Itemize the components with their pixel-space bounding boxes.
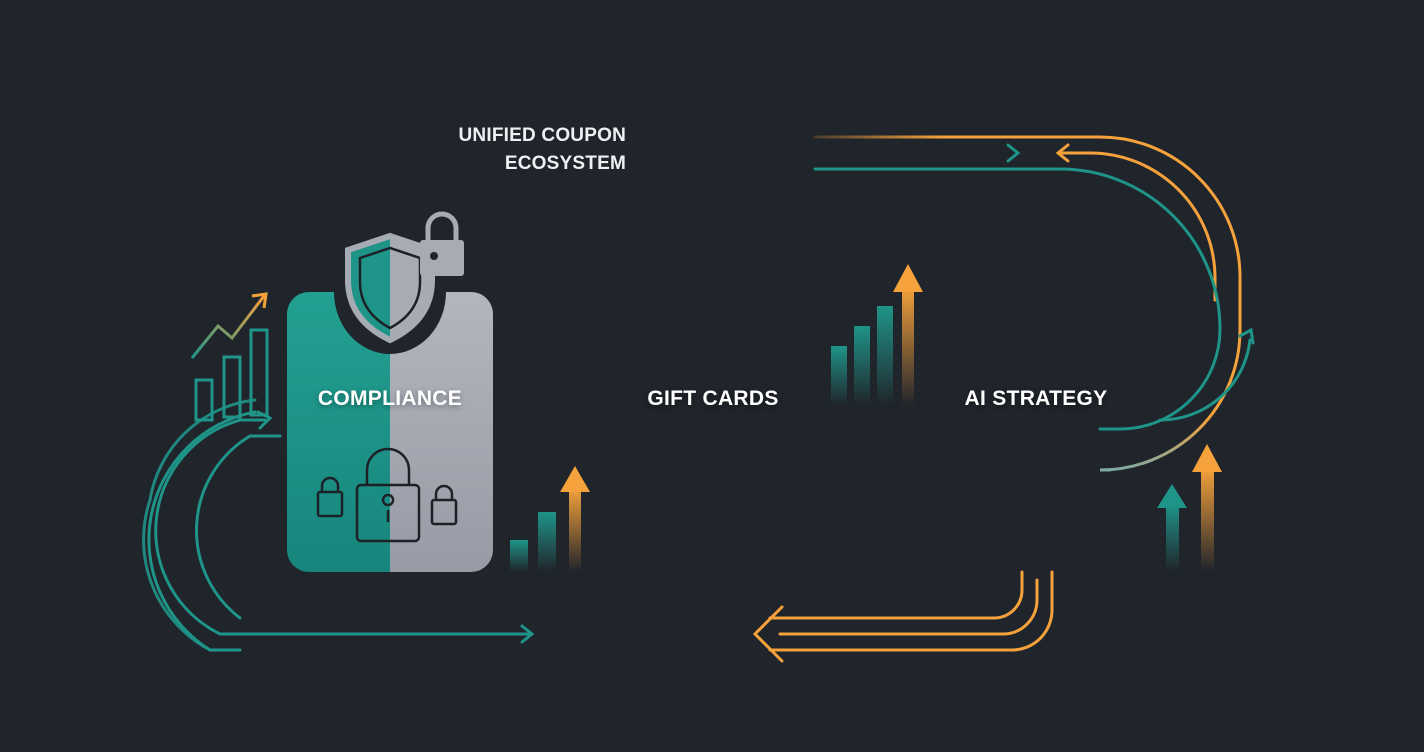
bar-chart-trend-icon [190,292,269,422]
card-label-gift-cards: GIFT CARDS [647,387,779,410]
padlock-icon [420,211,464,276]
title-line-2: ECOSYSTEM [504,153,626,174]
title-line-1: UNIFIED COUPON [458,125,626,146]
card-label-ai-strategy: AI STRATEGY [964,387,1108,410]
bar-chart-up-arrow-icon [510,264,1222,572]
card-label-compliance: COMPLIANCE [317,387,463,410]
padlocks-icon [316,447,458,543]
cycle-loop-icon [142,135,1255,663]
page-title: UNIFIED COUPON ECOSYSTEM [400,122,626,178]
